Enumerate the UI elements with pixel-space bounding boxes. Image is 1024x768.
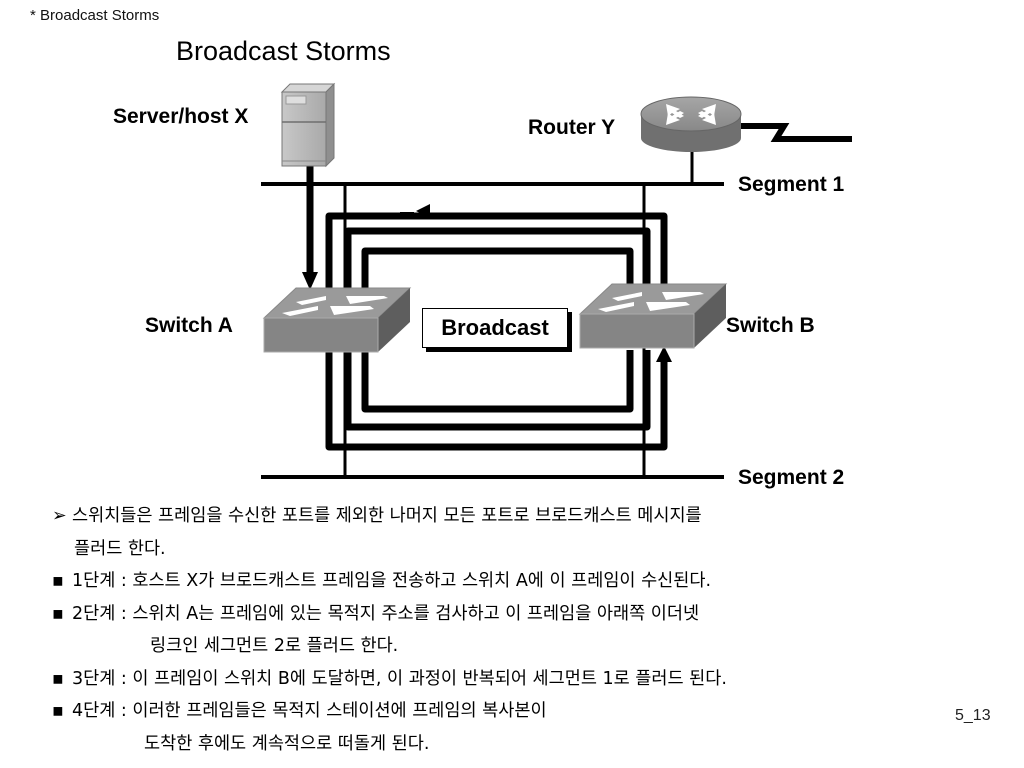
intro-line-cont: 플러드 한다. bbox=[74, 538, 166, 559]
square-bullet-icon: ▪ bbox=[52, 571, 64, 591]
switch-icon-a bbox=[262, 287, 412, 353]
broadcast-loop-inner bbox=[361, 247, 634, 413]
step-2: ▪2단계 : 스위치 A는 프레임에 있는 목적지 주소를 검사하고 이 프레임… bbox=[52, 598, 992, 631]
step-1: ▪1단계 : 호스트 X가 브로드캐스트 프레임을 전송하고 스위치 A에 이 … bbox=[52, 565, 992, 598]
broadcast-loop-outer bbox=[325, 212, 668, 451]
router-icon bbox=[640, 96, 852, 152]
step-4-cont: 도착한 후에도 계속적으로 떠돌게 된다. bbox=[144, 733, 430, 754]
square-bullet-icon: ▪ bbox=[52, 603, 64, 624]
square-bullet-icon: ▪ bbox=[52, 701, 64, 721]
broadcast-label: Broadcast bbox=[441, 315, 549, 340]
intro-line: ➢스위치들은 프레임을 수신한 포트를 제외한 나머지 모든 포트로 브로드캐스… bbox=[52, 500, 992, 533]
switch-icon-b bbox=[578, 283, 728, 349]
loop-arrow-left bbox=[416, 204, 430, 218]
slide-title: Broadcast Storms bbox=[176, 36, 391, 66]
switch-a-label: Switch A bbox=[145, 314, 233, 337]
square-bullet-icon: ▪ bbox=[52, 668, 64, 689]
broadcast-loop-middle bbox=[344, 227, 651, 431]
wan-serial-link bbox=[741, 123, 852, 142]
segment-1-label: Segment 1 bbox=[738, 173, 845, 196]
segment-2-label: Segment 2 bbox=[738, 466, 845, 489]
broadcast-label-box: Broadcast bbox=[422, 308, 568, 348]
server-icon bbox=[280, 82, 336, 168]
router-label: Router Y bbox=[528, 116, 616, 139]
step-3: ▪3단계 : 이 프레임이 스위치 B에 도달하면, 이 과정이 반복되어 세그… bbox=[52, 663, 992, 696]
loop-arrow-up bbox=[656, 346, 672, 362]
step-4: ▪4단계 : 이러한 프레임들은 목적지 스테이션에 프레임의 복사본이 bbox=[52, 695, 992, 728]
step-2-cont: 링크인 세그먼트 2로 플러드 한다. bbox=[150, 636, 399, 656]
description-text: ➢스위치들은 프레임을 수신한 포트를 제외한 나머지 모든 포트로 브로드캐스… bbox=[52, 500, 992, 760]
host-to-switch-arrow bbox=[302, 165, 318, 290]
arrow-bullet-icon: ➢ bbox=[52, 506, 67, 526]
page-number: 5_13 bbox=[955, 707, 991, 724]
network-diagram bbox=[261, 82, 852, 479]
server-label: Server/host X bbox=[113, 105, 249, 128]
switch-b-label: Switch B bbox=[726, 314, 815, 337]
header-note: * Broadcast Storms bbox=[30, 7, 160, 24]
